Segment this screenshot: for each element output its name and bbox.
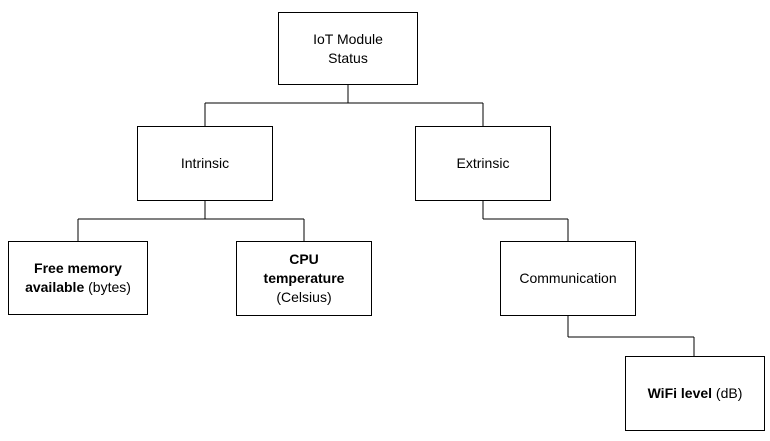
node-cpu-unit: (Celsius) xyxy=(276,289,332,305)
node-wifi-bold: WiFi level xyxy=(647,385,713,401)
node-free-memory-unit: (bytes) xyxy=(84,279,131,295)
node-wifi-level: WiFi level (dB) xyxy=(625,356,765,431)
node-cpu-bold2: temperature xyxy=(263,270,345,286)
node-root-line2: Status xyxy=(328,49,368,66)
node-iot-module-status: IoT Module Status xyxy=(278,12,418,85)
node-wifi-level-label: WiFi level (dB) xyxy=(648,384,743,403)
node-cpu-temperature-label: CPU temperature (Celsius) xyxy=(264,250,345,307)
node-communication: Communication xyxy=(500,241,636,316)
node-iot-module-status-label: IoT Module Status xyxy=(313,30,383,68)
node-intrinsic: Intrinsic xyxy=(137,126,273,201)
node-free-memory: Free memory available (bytes) xyxy=(8,241,148,315)
node-extrinsic-label: Extrinsic xyxy=(456,155,510,171)
node-root-line1: IoT Module xyxy=(313,30,383,47)
node-wifi-unit: (dB) xyxy=(712,385,743,401)
node-communication-label: Communication xyxy=(519,270,617,286)
node-free-memory-bold2: available xyxy=(25,279,85,295)
node-intrinsic-label: Intrinsic xyxy=(180,155,230,171)
node-cpu-temperature: CPU temperature (Celsius) xyxy=(236,241,372,316)
node-free-memory-bold1: Free memory xyxy=(34,260,122,276)
node-extrinsic: Extrinsic xyxy=(415,126,551,201)
node-free-memory-label: Free memory available (bytes) xyxy=(25,259,131,297)
node-cpu-bold1: CPU xyxy=(289,251,319,267)
